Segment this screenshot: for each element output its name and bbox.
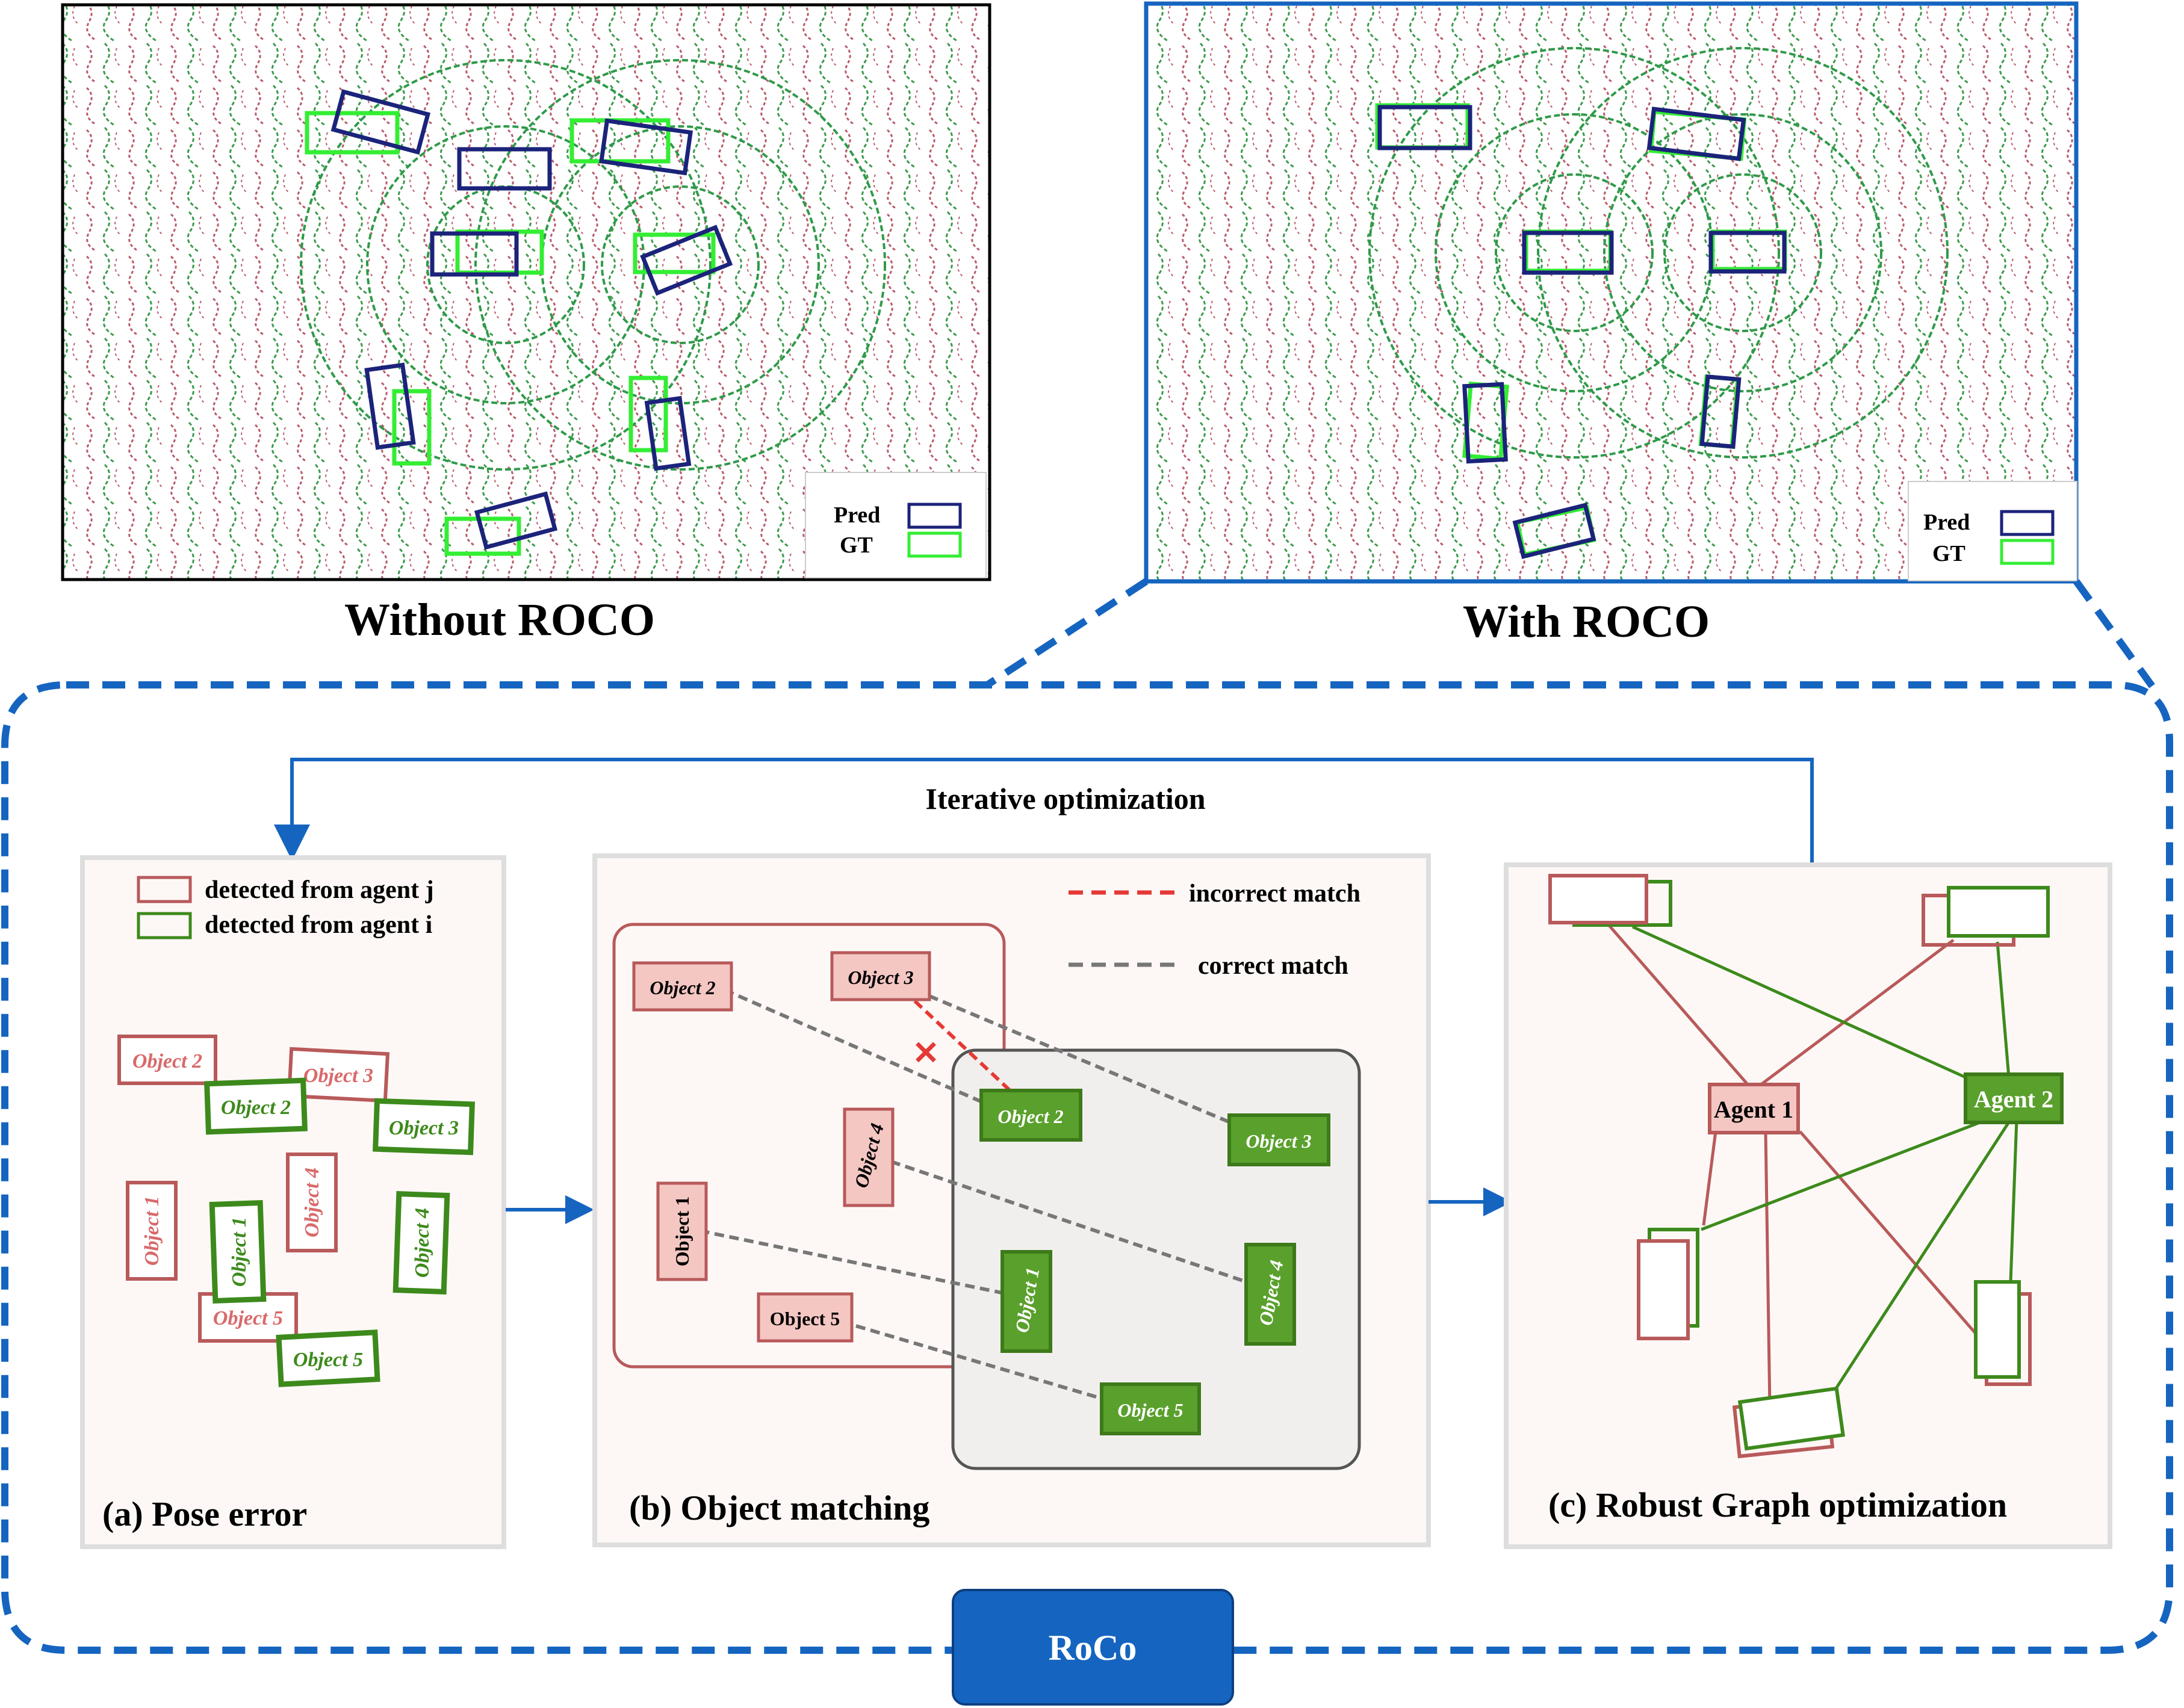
panel-without-roco: Pred GT Without ROCO bbox=[61, 3, 991, 645]
svg-text:Object 3: Object 3 bbox=[303, 1065, 373, 1087]
svg-text:Object 1: Object 1 bbox=[228, 1217, 250, 1287]
agent-2-node: Agent 2 bbox=[1964, 1072, 2064, 1124]
match-object-j-3: Object 3 bbox=[830, 951, 931, 1001]
match-object-j-2: Object 2 bbox=[632, 961, 733, 1012]
caption-without-roco: Without ROCO bbox=[344, 595, 655, 645]
svg-text:Object 2: Object 2 bbox=[221, 1097, 291, 1119]
svg-text:Object 4: Object 4 bbox=[411, 1208, 433, 1278]
object-j-2: Object 2 bbox=[117, 1035, 217, 1085]
roco-badge-label: RoCo bbox=[1049, 1628, 1137, 1668]
graph-object-pair-3 bbox=[1637, 1228, 1699, 1340]
caption-graph-optimization: (c) Robust Graph optimization bbox=[1548, 1485, 2007, 1524]
panel-c-graph-optimization: Agent 1 Agent 2 (c) Robust Graph optimiz… bbox=[1504, 862, 2112, 1549]
svg-text:Object 3: Object 3 bbox=[848, 967, 913, 988]
x-mark-icon: ✕ bbox=[912, 1035, 939, 1071]
svg-text:incorrect match: incorrect match bbox=[1189, 880, 1360, 908]
svg-text:Object 2: Object 2 bbox=[650, 977, 715, 998]
legend-agent-i: detected from agent i bbox=[137, 911, 433, 939]
legend-agent-i-label: detected from agent i bbox=[205, 911, 433, 939]
zoom-connector-lines bbox=[985, 578, 2155, 688]
svg-text:Object 1: Object 1 bbox=[671, 1196, 693, 1266]
agent-j-swatch bbox=[137, 876, 192, 903]
panel-with-roco: Pred GT With ROCO bbox=[1144, 1, 2079, 647]
legend-pred-label: Pred bbox=[834, 503, 880, 528]
match-object-i-5: Object 5 bbox=[1100, 1382, 1201, 1435]
legend-agent-j-label: detected from agent j bbox=[205, 876, 434, 904]
object-i-2: Object 2 bbox=[203, 1077, 308, 1135]
graph-object-pair-5 bbox=[1732, 1386, 1846, 1459]
legend-gt-label: GT bbox=[1932, 541, 1965, 566]
object-i-3: Object 3 bbox=[372, 1098, 476, 1156]
pred-boxes bbox=[1377, 105, 1787, 559]
svg-text:Object 5: Object 5 bbox=[1117, 1399, 1183, 1421]
loop-label: Iterative optimization bbox=[925, 782, 1205, 815]
object-j-1: Object 1 bbox=[126, 1181, 178, 1281]
svg-text:Object 3: Object 3 bbox=[389, 1117, 459, 1139]
agent-i-swatch bbox=[137, 912, 192, 939]
match-lines bbox=[682, 968, 1274, 1410]
caption-object-matching: (b) Object matching bbox=[629, 1488, 929, 1527]
legend-agent-j: detected from agent j bbox=[137, 876, 434, 904]
svg-text:Object 5: Object 5 bbox=[770, 1308, 840, 1329]
panel-a-pose-error: detected from agent j detected from agen… bbox=[80, 855, 506, 1549]
object-i-4: Object 4 bbox=[392, 1190, 450, 1295]
graph-edges-agent-2 bbox=[1631, 925, 2018, 1402]
match-object-j-1: Object 1 bbox=[656, 1181, 708, 1281]
object-i-5: Object 5 bbox=[276, 1329, 380, 1387]
match-object-j-4: Object 4 bbox=[843, 1107, 895, 1207]
svg-text:Object 5: Object 5 bbox=[213, 1307, 283, 1329]
roco-framework-frame bbox=[1, 681, 2173, 1654]
legend-gt-label: GT bbox=[840, 533, 873, 558]
match-object-j-5: Object 5 bbox=[757, 1292, 854, 1343]
legend-pred-swatch bbox=[907, 503, 962, 529]
legend-pred-gt: Pred GT bbox=[1908, 481, 2077, 581]
svg-text:Object 1: Object 1 bbox=[141, 1196, 163, 1266]
match-object-i-2: Object 2 bbox=[979, 1089, 1082, 1142]
object-j-3: Object 3 bbox=[287, 1047, 390, 1103]
legend-gt-swatch bbox=[907, 531, 962, 558]
range-rings bbox=[1368, 47, 1949, 459]
svg-text:Agent 2: Agent 2 bbox=[1974, 1086, 2053, 1113]
svg-text:correct match: correct match bbox=[1198, 952, 1348, 980]
pred-boxes bbox=[330, 89, 733, 550]
iterative-loop-arrow: Iterative optimization bbox=[274, 758, 1814, 867]
legend-pred-swatch bbox=[2000, 510, 2055, 536]
legend-pred-gt: Pred GT bbox=[805, 472, 987, 578]
match-object-i-1: Object 1 bbox=[1000, 1250, 1052, 1353]
legend-correct-match: correct match bbox=[1069, 952, 1348, 980]
match-object-i-4: Object 4 bbox=[1244, 1243, 1296, 1346]
object-j-4: Object 4 bbox=[286, 1153, 338, 1252]
gt-boxes bbox=[305, 111, 716, 556]
panel-b-object-matching: incorrect match correct match ✕ Object 2… bbox=[592, 853, 1431, 1547]
svg-text:Agent 1: Agent 1 bbox=[1714, 1096, 1793, 1123]
caption-pose-error: (a) Pose error bbox=[102, 1494, 307, 1533]
agent-1-node: Agent 1 bbox=[1708, 1083, 1800, 1134]
legend-pred-label: Pred bbox=[1923, 510, 1970, 535]
graph-object-pair-4 bbox=[1974, 1280, 2032, 1386]
svg-text:Object 3: Object 3 bbox=[1246, 1130, 1311, 1152]
svg-text:Object 2: Object 2 bbox=[997, 1106, 1063, 1127]
svg-text:Object 4: Object 4 bbox=[301, 1168, 323, 1237]
svg-text:Object 2: Object 2 bbox=[132, 1050, 202, 1072]
object-i-1: Object 1 bbox=[209, 1199, 267, 1304]
graph-edges-agent-1 bbox=[1605, 921, 1982, 1409]
roco-badge: RoCo bbox=[952, 1589, 1234, 1706]
legend-gt-swatch bbox=[2000, 539, 2055, 565]
graph-object-pair-2 bbox=[1922, 886, 2050, 947]
svg-text:Object 5: Object 5 bbox=[293, 1349, 363, 1371]
caption-with-roco: With ROCO bbox=[1463, 596, 1710, 647]
legend-incorrect-match: incorrect match bbox=[1069, 880, 1360, 908]
graph-object-pair-1 bbox=[1548, 874, 1672, 927]
match-object-i-3: Object 3 bbox=[1227, 1113, 1330, 1166]
